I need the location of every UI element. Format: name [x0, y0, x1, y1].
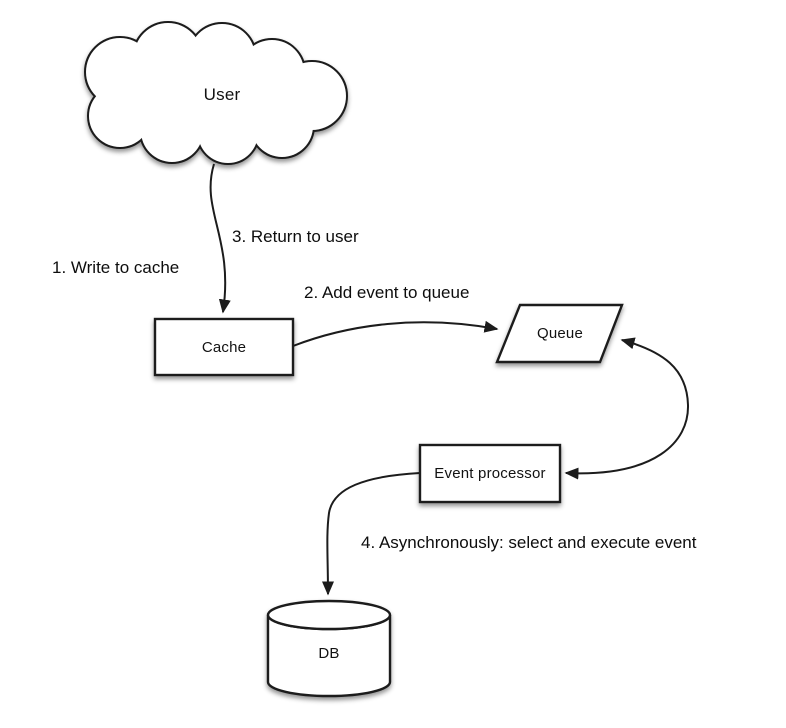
event-processor-node-shape — [418, 443, 562, 504]
edge-event-processor-to-db — [321, 472, 421, 596]
db-cylinder-shape — [266, 599, 392, 698]
queue-node-shape — [495, 303, 624, 364]
edge-user-to-cache — [209, 163, 231, 314]
edge-queue-event-processor — [564, 337, 690, 480]
edge-cache-to-queue — [292, 320, 499, 347]
cache-node-shape — [153, 317, 295, 377]
user-cloud-shape — [84, 21, 348, 165]
